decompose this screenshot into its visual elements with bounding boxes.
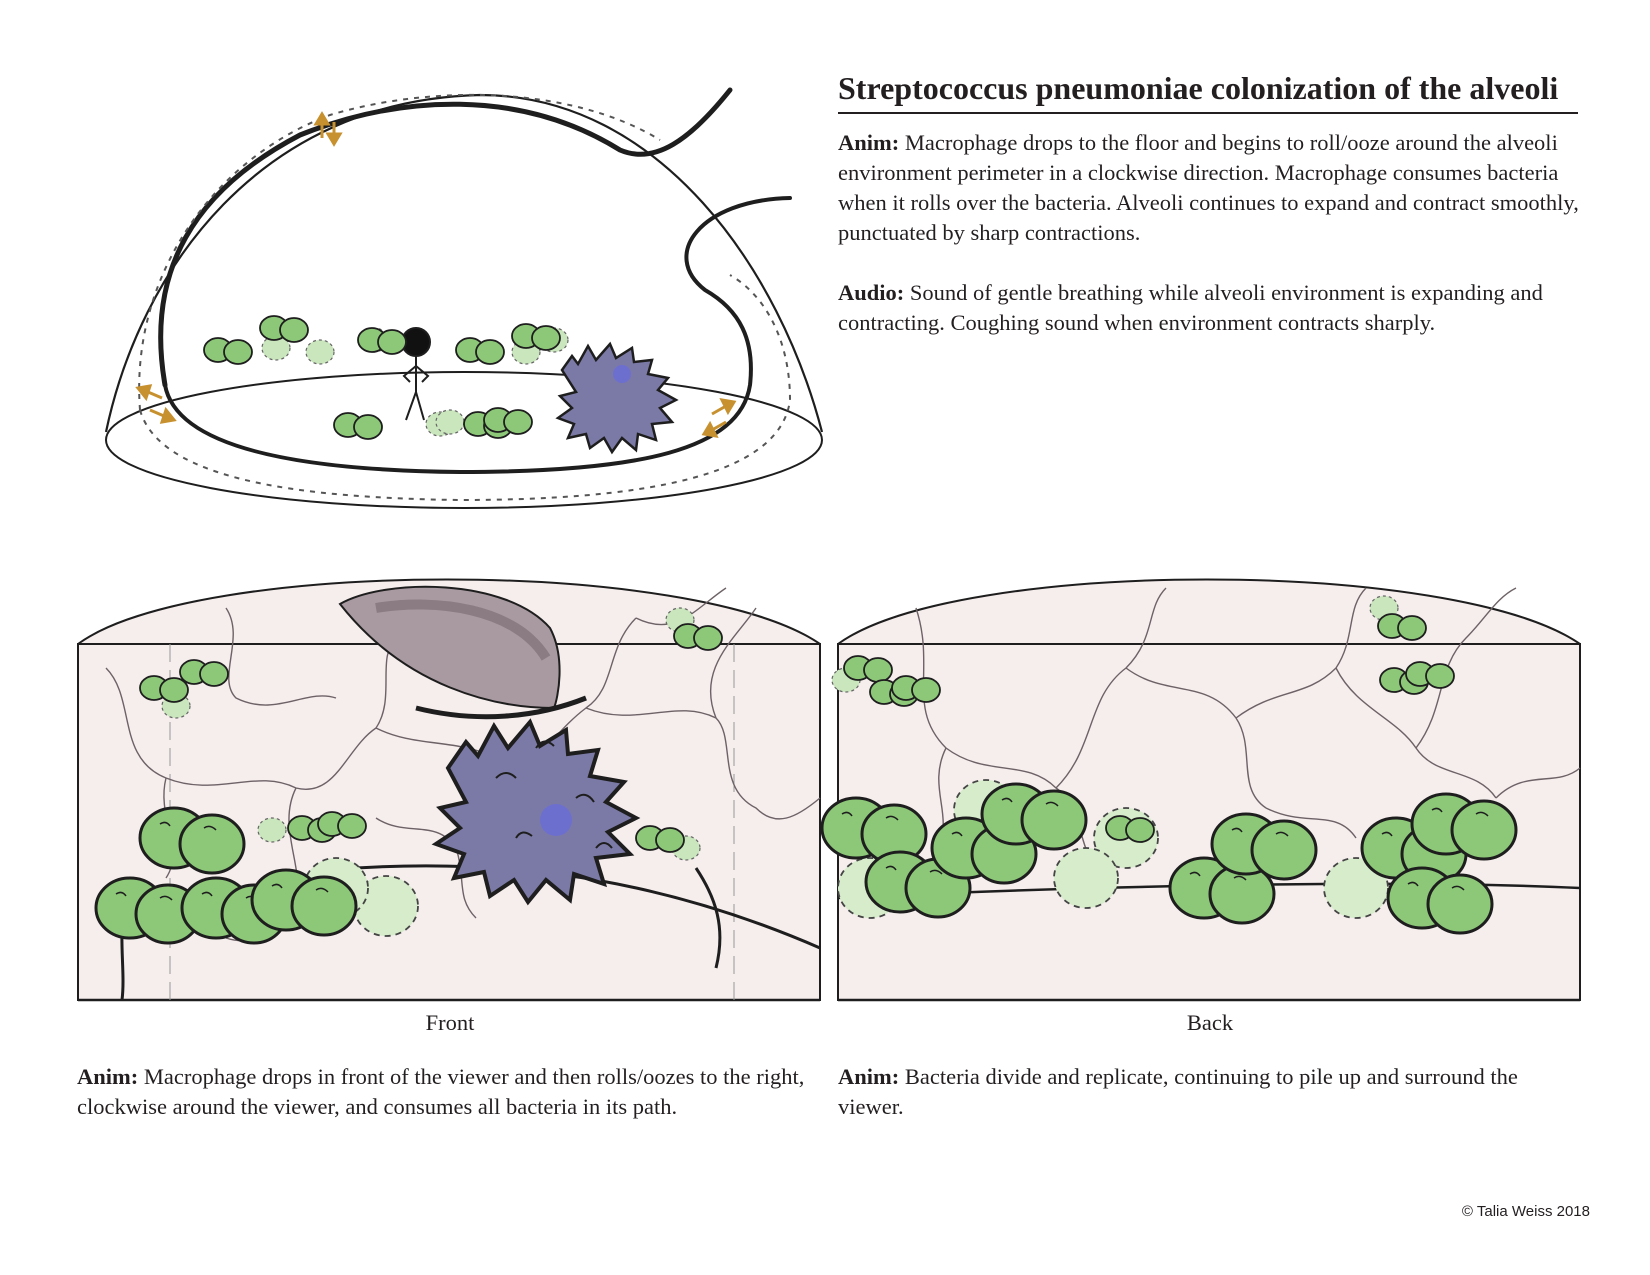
front-label: Front	[425, 1010, 475, 1035]
back-anim-description: Anim: Bacteria divide and replicate, con…	[838, 1062, 1578, 1122]
back-anim-text: Bacteria divide and replicate, continuin…	[838, 1064, 1518, 1119]
top-anim-label: Anim:	[838, 130, 900, 155]
perimeter-path-top	[138, 93, 661, 411]
epithelial-cell-icon	[338, 585, 587, 720]
front-macrophage-icon	[431, 718, 641, 906]
back-view-panel	[820, 578, 1581, 1002]
front-anim-description: Anim: Macrophage drops in front of the v…	[77, 1062, 817, 1122]
top-audio-text: Sound of gentle breathing while alveoli …	[838, 280, 1543, 335]
viewer-figure-icon	[401, 327, 431, 421]
dome-outline	[104, 93, 824, 433]
perimeter-path-bottom	[139, 274, 792, 502]
back-label: Back	[1186, 1010, 1234, 1035]
copyright-notice: © Talia Weiss 2018	[1461, 1203, 1590, 1220]
alveolus-dome-diagram	[104, 87, 824, 509]
top-audio-description: Audio: Sound of gentle breathing while a…	[838, 278, 1588, 338]
arrow-icon-top	[313, 111, 343, 147]
dome-macrophage-icon	[555, 341, 679, 455]
arrow-icon-left	[135, 384, 177, 424]
dome-floor-ellipse	[105, 371, 823, 509]
front-anim-label: Anim:	[77, 1064, 139, 1089]
inner-wall-right	[163, 196, 792, 475]
top-anim-description: Anim: Macrophage drops to the floor and …	[838, 128, 1588, 248]
arrow-icon-right	[701, 398, 737, 438]
top-anim-text: Macrophage drops to the floor and begins…	[838, 130, 1579, 245]
inner-wall-left	[158, 87, 733, 388]
back-anim-label: Anim:	[838, 1064, 900, 1089]
page-title: Streptococcus pneumoniae colonization of…	[838, 66, 1578, 114]
front-anim-text: Macrophage drops in front of the viewer …	[77, 1064, 805, 1119]
cell-network	[915, 587, 1581, 879]
front-view-panel	[77, 578, 821, 1002]
top-audio-label: Audio:	[838, 280, 905, 305]
